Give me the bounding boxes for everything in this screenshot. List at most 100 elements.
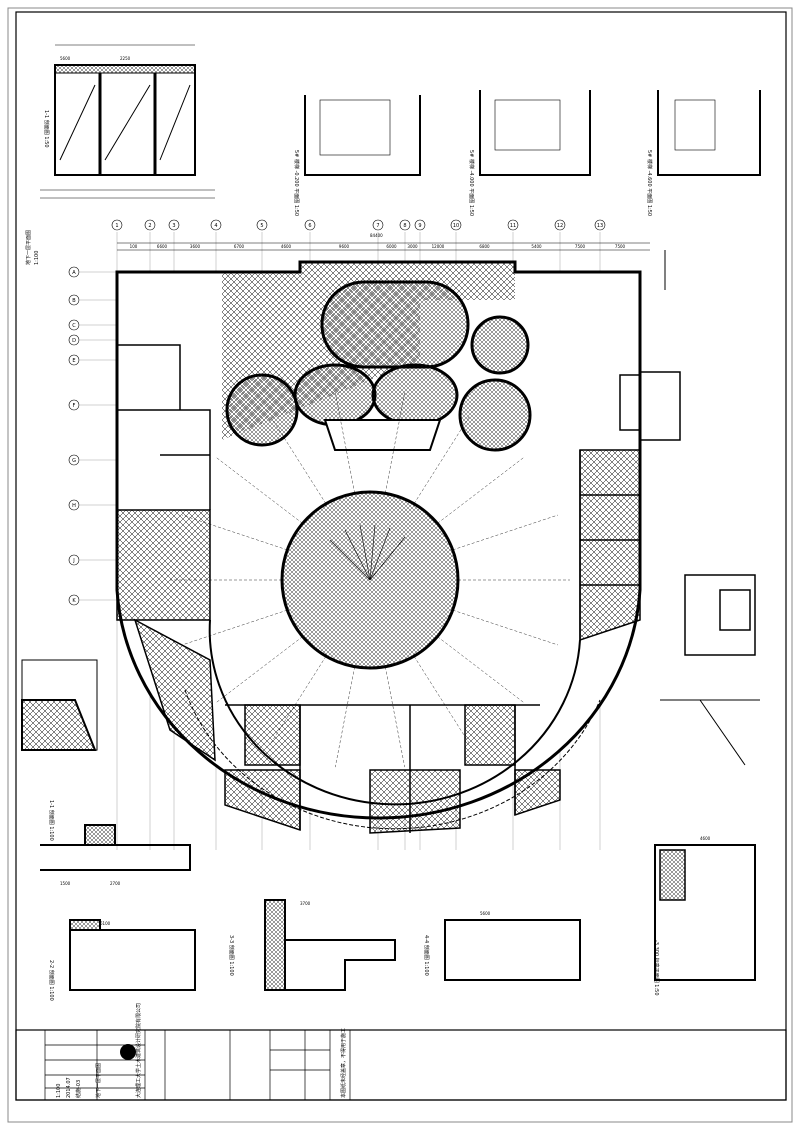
axis-bubble: [554, 219, 566, 231]
axis-bubble: [372, 219, 384, 231]
axis-label: A: [72, 270, 76, 276]
detail-title: 1-1 剖面图 1:100: [48, 800, 55, 841]
radial-grid-line: [181, 609, 288, 646]
dimension-label: 5400: [531, 244, 542, 249]
axis-bubble: [256, 219, 268, 231]
drawing-number: 结施-03: [75, 1080, 82, 1098]
detail-section-1: [40, 44, 215, 199]
hatched-room: [464, 704, 516, 766]
main-plan-scale: 1:100: [34, 251, 40, 265]
project-title: 地下一层平面图: [95, 1063, 102, 1098]
sheet-outer-border: [7, 7, 793, 1123]
radial-grid-line: [385, 392, 405, 494]
detail-title: 1-1 剖面图 1:50: [43, 110, 50, 148]
hatched-room: [224, 769, 301, 832]
dimension-label: 6800: [479, 244, 490, 249]
dimension-label: 7500: [575, 244, 586, 249]
axis-label: 3: [172, 223, 175, 229]
radial-grid-line: [269, 415, 327, 504]
dimension-label: 6000: [386, 244, 397, 249]
detail-sections-bottom: [40, 824, 581, 991]
oval-room: [371, 363, 459, 427]
axis-bubble: [68, 499, 80, 511]
dimension-label: 12000: [432, 244, 445, 249]
main-plan: [115, 250, 681, 834]
hatched-room: [133, 618, 216, 762]
notes: 本图纸未经盖章，不得用于施工: [340, 1028, 347, 1098]
axis-bubble: [68, 266, 80, 278]
axis-label: 11: [510, 223, 516, 229]
axis-label: 7: [376, 223, 379, 229]
round-room: [458, 378, 532, 452]
axis-bubble: [507, 219, 519, 231]
hatched-room: [369, 769, 461, 834]
axis-bubble: [111, 219, 123, 231]
radial-grid-line: [385, 666, 405, 768]
axis-label: 5: [260, 223, 263, 229]
radial-grid-line: [413, 656, 471, 745]
axis-label: 6: [308, 223, 311, 229]
radial-grid-line: [452, 609, 559, 646]
detail-dimension: 5600: [60, 56, 71, 61]
axis-bubble: [168, 219, 180, 231]
detail-dimension: 2700: [110, 881, 121, 886]
detail-title: -3.300 标高平面图 1:50: [653, 940, 660, 996]
detail-title: 3-3 剖面图 1:100: [228, 935, 235, 976]
detail-title: 5# 楼梯 -0.200 平面图 1:50: [293, 150, 300, 216]
axis-label: G: [72, 458, 76, 464]
radial-grid-line: [335, 666, 355, 768]
detail-title: 2-2 剖面图 1:100: [48, 960, 55, 1001]
interior-walls: [117, 344, 681, 833]
radial-grid-line: [216, 457, 303, 524]
detail-dimension: 1500: [60, 881, 71, 886]
axis-bubble: [68, 399, 80, 411]
detail-dimension: 2250: [120, 56, 131, 61]
axis-label: 8: [403, 223, 406, 229]
dimension-label: 4600: [281, 244, 292, 249]
axis-bubble: [68, 454, 80, 466]
company-name: 大连理工大学土木建筑设计研究院有限公司: [135, 1003, 142, 1098]
oval-rooms: [225, 280, 532, 452]
axis-label: H: [72, 503, 76, 509]
axis-bubble: [414, 219, 426, 231]
overall-dimension: 84400: [370, 233, 383, 238]
axis-bubble: [399, 219, 411, 231]
hatched-room: [244, 704, 301, 766]
axis-label: J: [72, 558, 74, 564]
axis-label: F: [73, 403, 76, 409]
axis-label: E: [72, 358, 75, 364]
rotunda-stair: [329, 524, 406, 581]
axis-label: 1: [115, 223, 118, 229]
main-plan-title: 地下一层平面图: [25, 230, 32, 265]
axis-bubble: [210, 219, 222, 231]
inner-arc-wall: [208, 619, 581, 806]
axis-bubble: [68, 334, 80, 346]
drawing-scale: 1:100: [56, 1084, 62, 1098]
hatched-room: [579, 449, 641, 642]
title-block: [15, 1029, 787, 1101]
detail-title: 5# 楼梯 -4.600 平面图 1:50: [646, 150, 653, 216]
oval-room: [320, 280, 470, 369]
radial-grid-line: [181, 514, 288, 551]
axis-label: 10: [453, 223, 459, 229]
radial-grid-line: [335, 392, 355, 494]
axis-label: K: [72, 598, 76, 604]
axis-label: 4: [214, 223, 217, 229]
company-logo: [120, 1044, 136, 1060]
radial-grid-line: [269, 656, 327, 745]
dimension-label: 6700: [234, 244, 245, 249]
round-room: [225, 373, 299, 447]
dimension-label: 7500: [615, 244, 626, 249]
radial-grid-line: [452, 514, 559, 551]
radial-grid-line: [413, 415, 471, 504]
axis-label: 2: [148, 223, 151, 229]
round-room: [470, 315, 530, 375]
detail-stair-plans: [304, 90, 761, 176]
oval-room: [293, 363, 377, 427]
hatched-room: [116, 509, 211, 621]
axis-label: 12: [557, 223, 563, 229]
axis-bubble: [68, 354, 80, 366]
axis-bubble: [304, 219, 316, 231]
